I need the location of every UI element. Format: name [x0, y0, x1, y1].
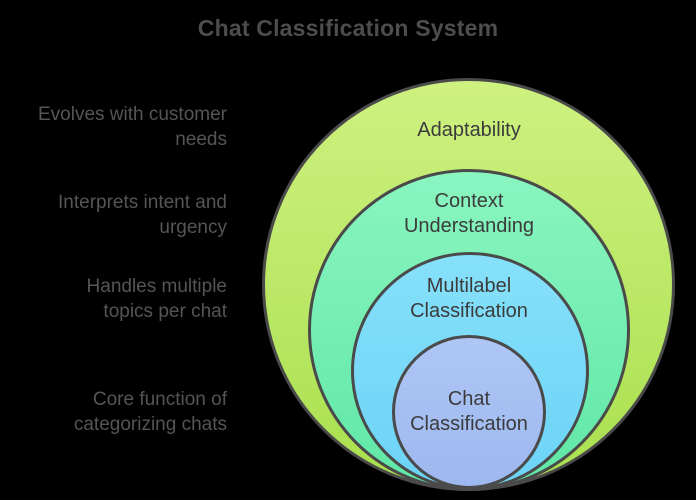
annotation-chat-classification: Core function of categorizing chats — [73, 389, 227, 435]
ring-label-multilabel-classification: Multilabel Classification — [410, 275, 528, 322]
ring-label-context-understanding: Context Understanding — [403, 190, 535, 237]
diagram-title: Chat Classification System — [197, 15, 499, 41]
annotation-multilabel-classification: Handles multiple topics per chat — [86, 276, 227, 322]
ring-label-adaptability: Adaptability — [417, 119, 521, 141]
ring-label-chat-classification: Chat Classification — [410, 388, 528, 435]
annotation-adaptability: Evolves with customer needs — [37, 104, 227, 150]
annotation-context-understanding: Interprets intent and urgency — [58, 192, 227, 238]
ring-chat-classification — [392, 335, 546, 489]
